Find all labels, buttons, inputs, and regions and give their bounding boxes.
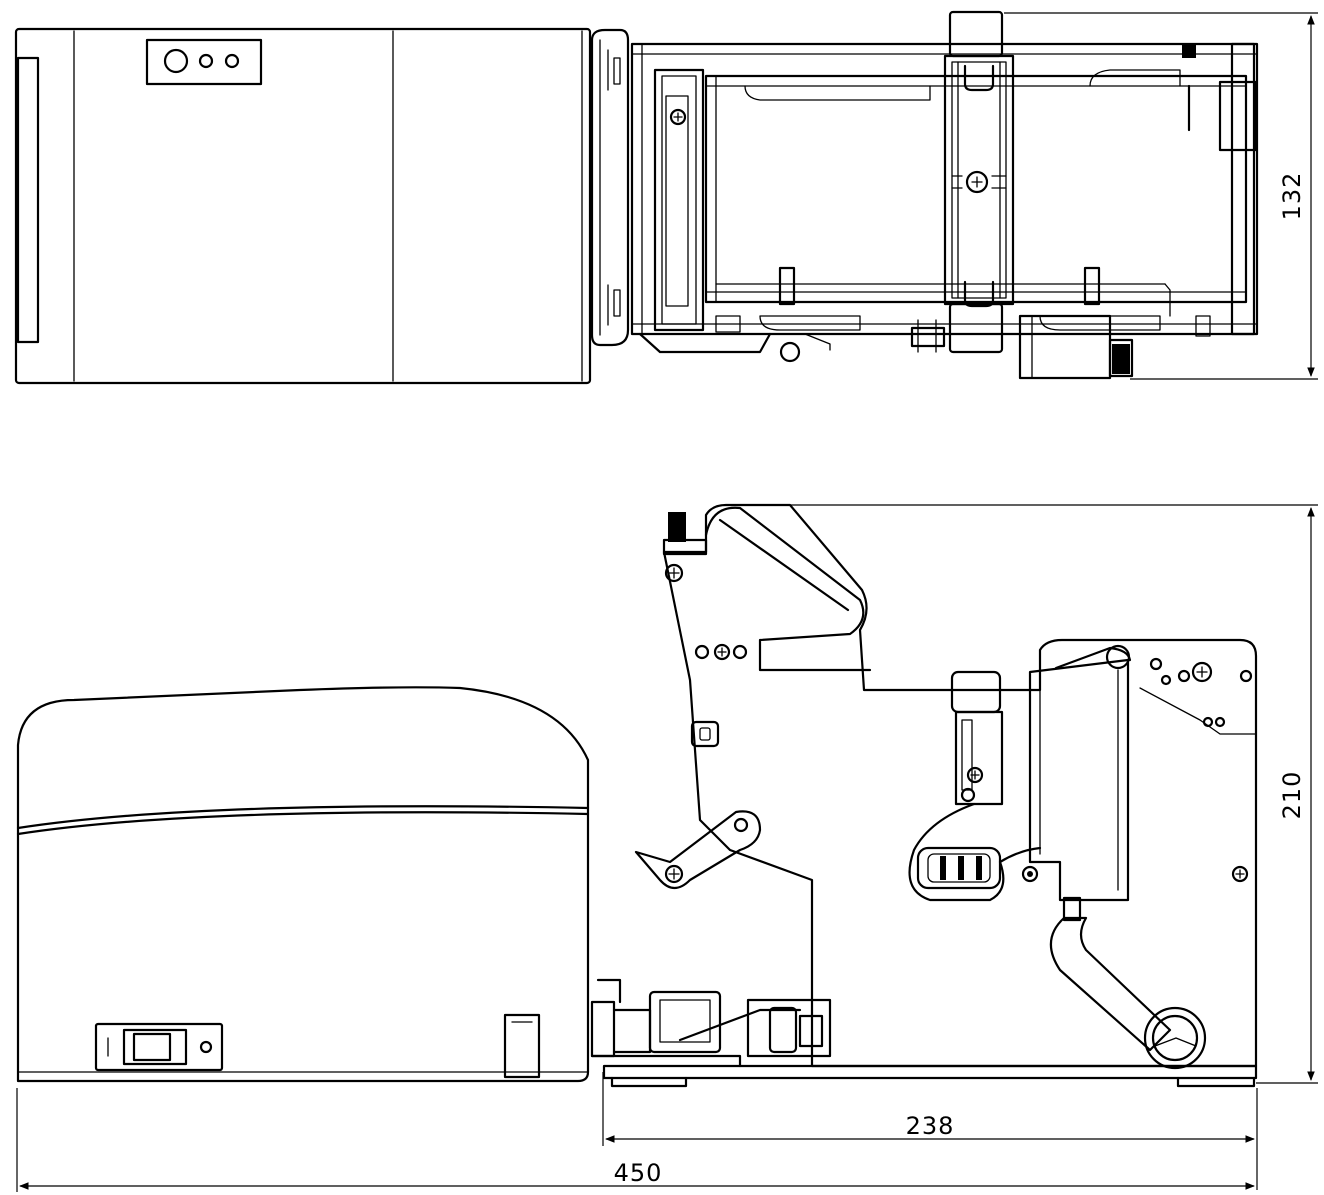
top-view: 132: [14, 10, 1318, 385]
dimension-label-238: 238: [906, 1112, 955, 1140]
dimension-label-132: 132: [1278, 172, 1306, 221]
dimension-450: 450: [16, 1088, 1255, 1192]
dimension-210: 210: [730, 504, 1318, 1084]
unwinder-side-view: [590, 503, 1258, 1088]
printer-side-body: [16, 686, 590, 1083]
dimension-label-210: 210: [1278, 771, 1306, 820]
dimension-132: 132: [1004, 12, 1318, 380]
unwinder-top-view: [590, 10, 1259, 380]
dimension-238: 238: [602, 1072, 1258, 1190]
control-panel: [145, 38, 263, 86]
dimension-label-450: 450: [614, 1159, 663, 1187]
printer-top-body: [14, 27, 592, 385]
side-view: 210 238 450: [16, 503, 1318, 1192]
